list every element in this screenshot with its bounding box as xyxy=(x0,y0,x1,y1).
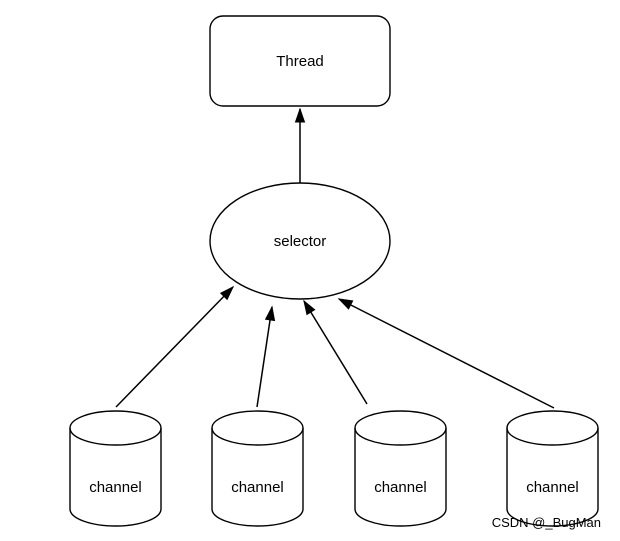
node-channel-4: channel xyxy=(506,410,599,527)
edge-channel-4-to-selector xyxy=(337,298,555,409)
node-thread-label: Thread xyxy=(276,53,324,70)
node-channel-3: channel xyxy=(354,410,447,527)
watermark: CSDN @_BugMan xyxy=(492,515,601,530)
edge-channel-1-to-selector xyxy=(115,285,235,408)
cylinder-body xyxy=(506,410,599,527)
node-channel-2-label: channel xyxy=(231,479,284,496)
cylinder-body xyxy=(211,410,304,527)
edge-channel-3-to-selector xyxy=(303,299,368,405)
node-channel-1: channel xyxy=(69,410,162,527)
cylinder-body xyxy=(69,410,162,527)
cylinder-lid xyxy=(69,427,162,446)
cylinder-lid xyxy=(211,427,304,446)
node-channel-3-label: channel xyxy=(374,479,427,496)
cylinder-lid xyxy=(506,427,599,446)
cylinder-lid xyxy=(354,427,447,446)
node-channel-4-label: channel xyxy=(526,479,579,496)
edge-channel-2-to-selector xyxy=(256,305,276,408)
cylinder-body xyxy=(354,410,447,527)
node-thread xyxy=(209,15,391,107)
node-channel-2: channel xyxy=(211,410,304,527)
node-selector-label: selector xyxy=(274,233,327,250)
node-channel-1-label: channel xyxy=(89,479,142,496)
